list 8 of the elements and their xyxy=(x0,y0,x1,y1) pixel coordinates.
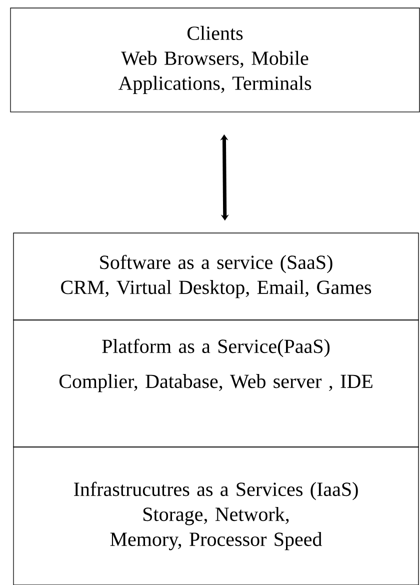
box-text: Clients Web Browsers, Mobile Applications, Terminals xyxy=(118,26,312,94)
box-text: Infrastrucutres as a Services (IaaS) Storage, Network, Memory, Processor Speed xyxy=(74,482,358,550)
box-text: Software as a service (SaaS) CRM, Virtual Desktop, Email, Games xyxy=(61,254,372,298)
service-layer-box xyxy=(13,320,419,448)
client-box xyxy=(10,8,420,112)
service-layer-box xyxy=(13,446,419,585)
box-text: Platform as a Service(PaaS) Complier, Database, Web server , IDE xyxy=(59,338,372,392)
service-layer-box xyxy=(13,232,419,320)
